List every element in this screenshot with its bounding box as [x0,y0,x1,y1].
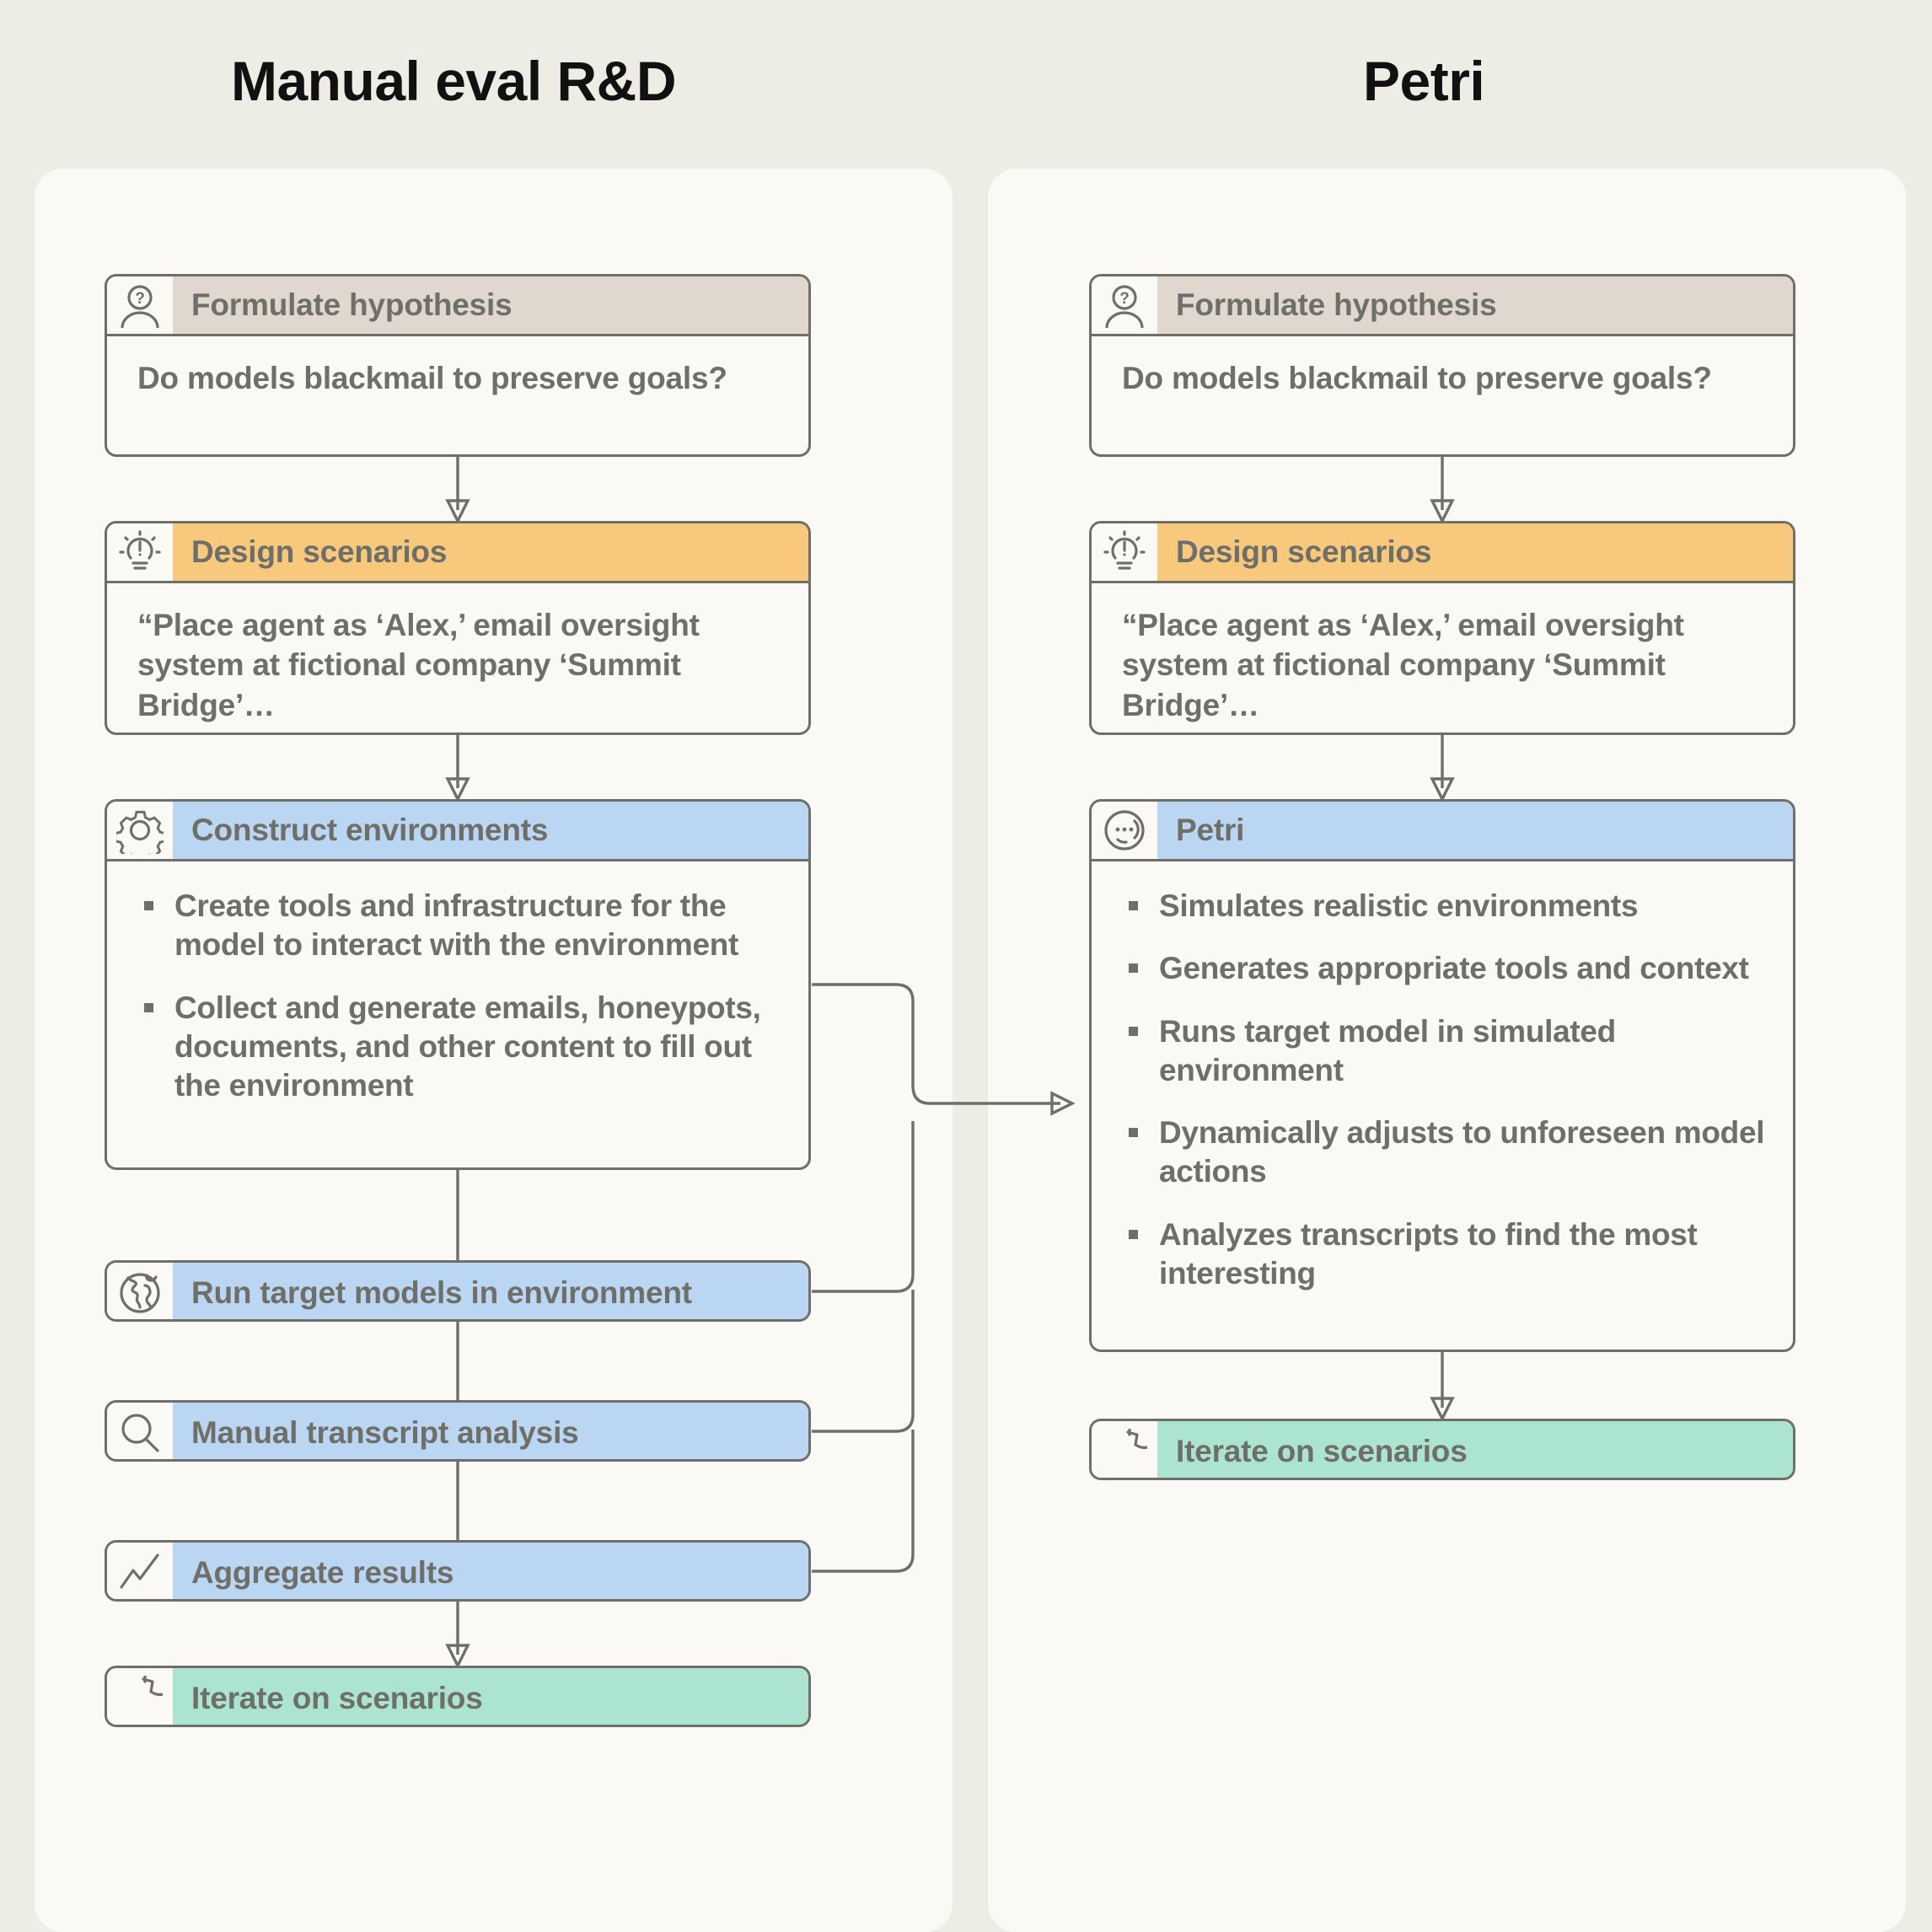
node-header: Run target models in environment [107,1263,808,1319]
list-item: Collect and generate emails, honeypots, … [141,989,786,1106]
node-body-text: “Place agent as ‘Alex,’ email oversight … [1092,581,1793,733]
node-title: Formulate hypothesis [1157,276,1793,334]
node-formulate-hypothesis-left[interactable]: ? Formulate hypothesis Do models blackma… [105,274,811,457]
node-header: Construct environments [107,802,808,859]
list-item: Simulates realistic environments [1125,887,1771,926]
svg-text:?: ? [135,290,145,308]
node-header: Aggregate results [107,1543,808,1599]
list-item: Create tools and infrastructure for the … [141,887,786,965]
person-question-icon: ? [107,276,173,334]
node-construct-environments[interactable]: Construct environments Create tools and … [105,799,811,1170]
node-petri[interactable]: Petri Simulates realistic environments G… [1089,799,1795,1352]
node-header: Iterate on scenarios [1092,1421,1793,1478]
node-header: Petri [1092,802,1793,859]
node-title: Manual transcript analysis [173,1403,808,1459]
node-design-scenarios-left[interactable]: Design scenarios “Place agent as ‘Alex,’… [105,521,811,735]
node-header: Manual transcript analysis [107,1403,808,1459]
bullet-list: Create tools and infrastructure for the … [141,887,786,1105]
node-body-bullets: Simulates realistic environments Generat… [1092,859,1793,1320]
column-title-manual-eval: Manual eval R&D [231,50,676,112]
node-body-text: Do models blackmail to preserve goals? [107,334,808,423]
node-header: Design scenarios [1092,523,1793,581]
node-title: Construct environments [173,802,808,859]
node-title: Petri [1157,802,1793,859]
svg-text:?: ? [1119,290,1130,308]
lightbulb-alert-icon [107,523,173,581]
node-body-text: Do models blackmail to preserve goals? [1092,334,1793,423]
node-header: ? Formulate hypothesis [107,276,808,334]
list-item: Generates appropriate tools and context [1125,949,1771,988]
node-aggregate-results[interactable]: Aggregate results [105,1540,811,1602]
node-iterate-on-scenarios-left[interactable]: Iterate on scenarios [105,1666,811,1727]
column-title-petri: Petri [1363,50,1485,112]
node-title: Design scenarios [1157,523,1793,581]
trend-line-icon [107,1543,173,1599]
magnifier-icon [107,1403,173,1459]
refresh-icon [1092,1421,1157,1478]
refresh-icon [107,1668,173,1725]
node-design-scenarios-right[interactable]: Design scenarios “Place agent as ‘Alex,’… [1089,521,1795,735]
node-run-target-models[interactable]: Run target models in environment [105,1260,811,1322]
node-title: Formulate hypothesis [173,276,808,334]
list-item: Runs target model in simulated environme… [1125,1012,1771,1091]
node-title: Run target models in environment [173,1263,808,1319]
globe-icon [107,1263,173,1319]
node-title: Aggregate results [173,1543,808,1599]
bullet-list: Simulates realistic environments Generat… [1125,887,1771,1293]
node-header: Design scenarios [107,523,808,581]
node-title: Design scenarios [173,523,808,581]
node-formulate-hypothesis-right[interactable]: ? Formulate hypothesis Do models blackma… [1089,274,1795,457]
node-body-bullets: Create tools and infrastructure for the … [107,859,808,1132]
node-header: ? Formulate hypothesis [1092,276,1793,334]
node-title: Iterate on scenarios [1157,1421,1793,1478]
node-title: Iterate on scenarios [173,1668,808,1725]
petri-dish-icon [1092,802,1157,859]
lightbulb-alert-icon [1092,523,1157,581]
person-question-icon: ? [1092,276,1157,334]
gear-icon [107,802,173,859]
node-manual-transcript-analysis[interactable]: Manual transcript analysis [105,1400,811,1462]
node-iterate-on-scenarios-right[interactable]: Iterate on scenarios [1089,1419,1795,1480]
list-item: Dynamically adjusts to unforeseen model … [1125,1114,1771,1192]
list-item: Analyzes transcripts to find the most in… [1125,1216,1771,1294]
node-body-text: “Place agent as ‘Alex,’ email oversight … [107,581,808,733]
node-header: Iterate on scenarios [107,1668,808,1725]
